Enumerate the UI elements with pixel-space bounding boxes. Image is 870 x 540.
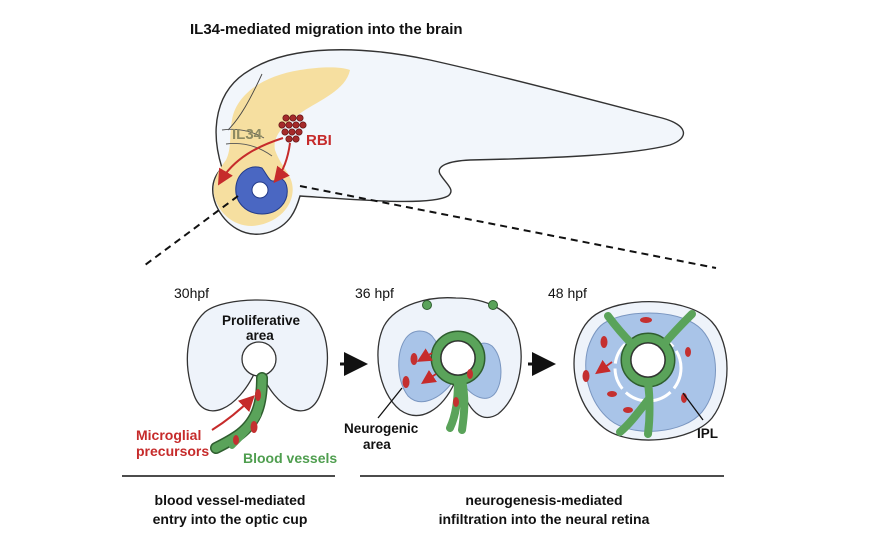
- microglia-48-e: [607, 391, 617, 397]
- zoom-line-left: [144, 195, 239, 266]
- embryo-body: [211, 49, 684, 235]
- ipl-pointer: [682, 392, 704, 421]
- optic-cup-48hpf: IPL: [573, 301, 728, 441]
- blood-vessels-label: Blood vessels: [243, 450, 337, 466]
- microglia-36-arrow-2: [421, 370, 437, 384]
- stage-36hpf-label: 36 hpf: [355, 285, 394, 301]
- microglia-48-f: [623, 407, 633, 413]
- vessel-bud-36-right: [488, 300, 498, 310]
- lens-36: [440, 340, 476, 376]
- bottom-left-caption-2: entry into the optic cup: [153, 511, 308, 527]
- microglia-36-arrow-1: [416, 348, 433, 362]
- bottom-left-caption-1: blood vessel-mediated: [155, 492, 306, 508]
- rbi-cell-cluster: [278, 114, 307, 143]
- diagram-title: IL34-mediated migration into the brain: [190, 21, 463, 38]
- migration-arrow-eye: [273, 142, 291, 184]
- migration-arrow-brain: [217, 137, 284, 186]
- rbi-label: RBI: [306, 132, 332, 149]
- zoom-line-right: [299, 185, 717, 269]
- microglia-30-b: [250, 421, 258, 433]
- microglial-label-1: Microglial: [136, 427, 201, 443]
- proliferative-label-1: Proliferative: [222, 313, 301, 328]
- ipl-label: IPL: [697, 426, 718, 441]
- embryo-midline: [221, 128, 273, 157]
- vessel-bud-36-left: [422, 300, 432, 310]
- microglia-30-a: [255, 389, 261, 401]
- microglia-36-c: [467, 369, 473, 379]
- optic-cup-36hpf: Neurogenic area: [344, 297, 522, 452]
- microglia-30-c: [233, 435, 239, 445]
- lens-30: [241, 341, 277, 377]
- microglia-48-a: [600, 336, 608, 348]
- microglia-48-b: [640, 317, 652, 323]
- microglia-36-b: [402, 376, 410, 388]
- microglial-label-2: precursors: [136, 443, 209, 459]
- microglia-48-arrow: [595, 359, 613, 375]
- il34-label: IL34: [232, 126, 263, 143]
- stage-48hpf-label: 48 hpf: [548, 285, 587, 301]
- stage-30hpf-label: 30hpf: [174, 285, 209, 301]
- bottom-right-caption-1: neurogenesis-mediated: [465, 492, 622, 508]
- bottom-right-caption-2: infiltration into the neural retina: [439, 511, 650, 527]
- proliferative-label-2: area: [246, 328, 274, 343]
- microglia-48-c: [685, 347, 691, 357]
- neurogenic-label-2: area: [363, 437, 391, 452]
- eye-lens: [251, 181, 269, 199]
- neurogenic-pointer: [377, 387, 403, 419]
- microglia-entry-arrow: [211, 395, 255, 431]
- optic-cup-30hpf: Proliferative area Microglial precursors…: [136, 299, 337, 466]
- embryo: IL34 RBI: [211, 49, 684, 235]
- embryo-hindbrain-line: [227, 73, 263, 131]
- microglia-36-d: [453, 397, 459, 407]
- vessels-48: [604, 310, 696, 438]
- lens-48: [630, 342, 666, 378]
- neurogenic-label-1: Neurogenic: [344, 421, 419, 436]
- microglia-36-a: [410, 353, 418, 365]
- microglia-48-d: [582, 370, 590, 382]
